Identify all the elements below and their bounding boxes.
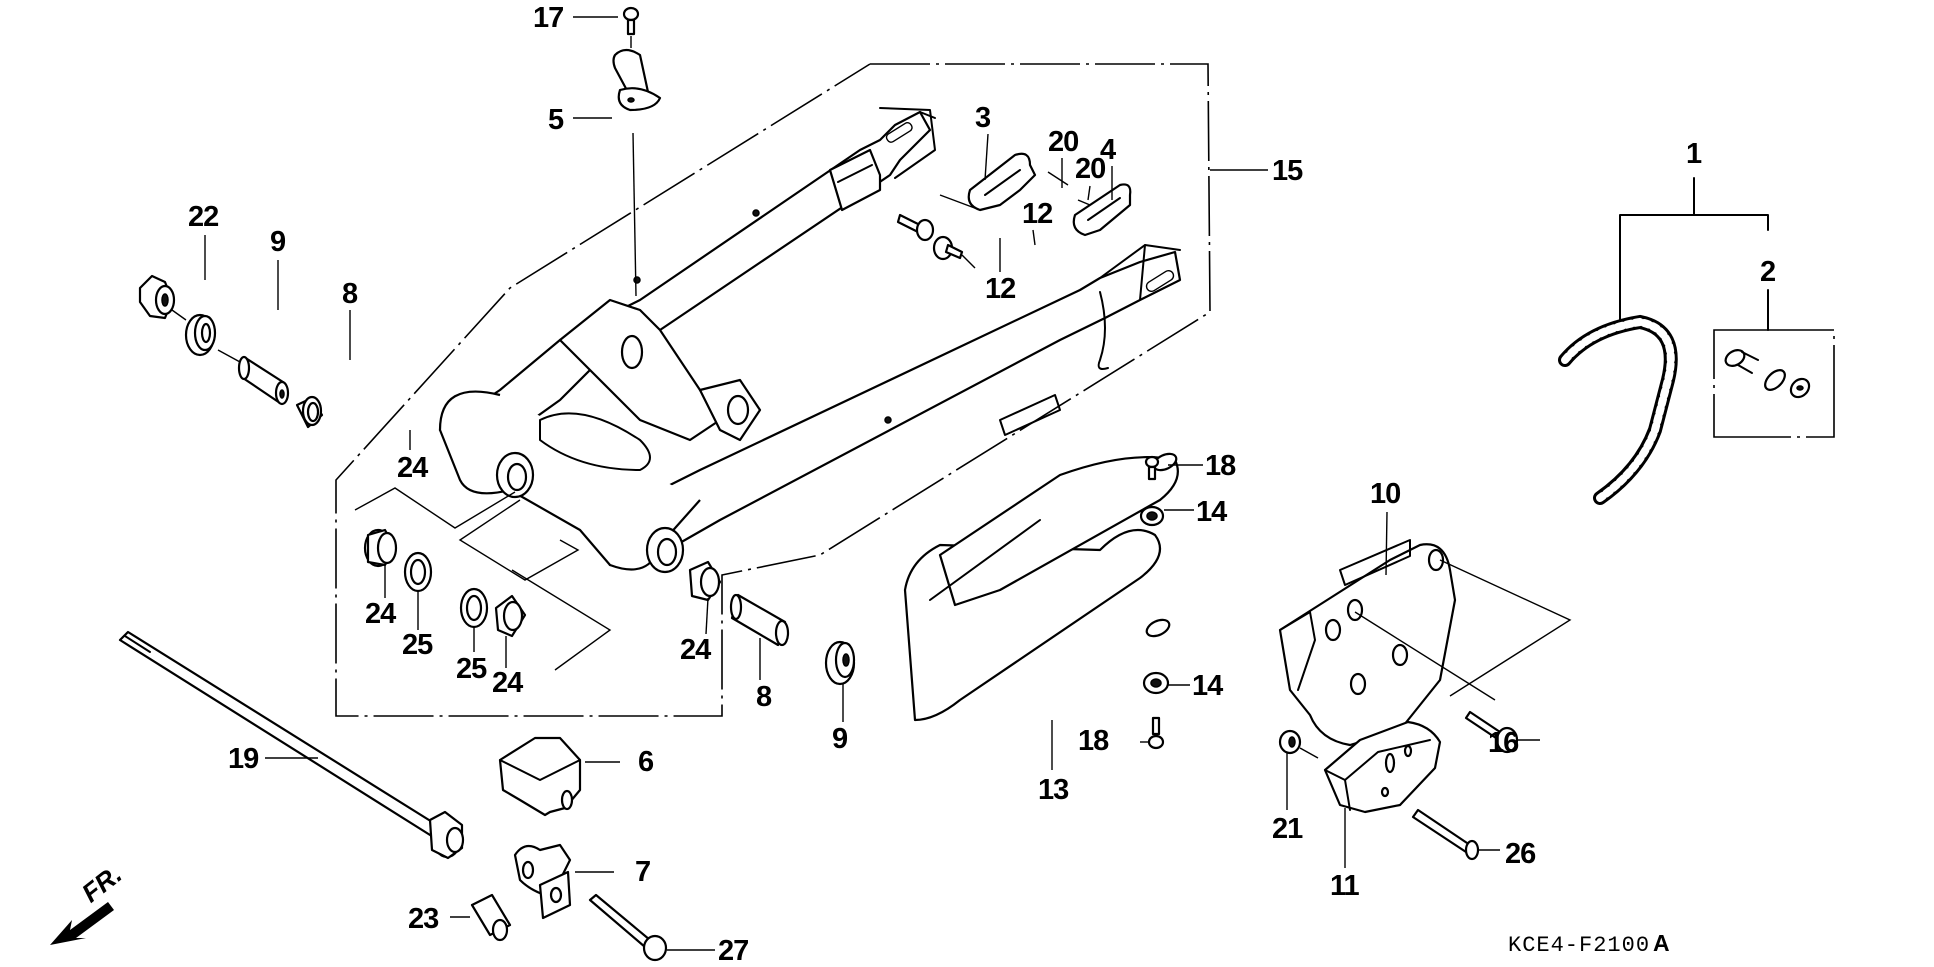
- callout-24-a[interactable]: 24: [397, 452, 428, 484]
- callout-14-lower[interactable]: 14: [1192, 670, 1223, 702]
- swingarm-group-outline: [335, 63, 1268, 717]
- inner-bearings[interactable]: [363, 528, 527, 638]
- callout-1[interactable]: 1: [1686, 138, 1702, 170]
- callout-6[interactable]: 6: [638, 746, 654, 778]
- callout-18-lower[interactable]: 18: [1078, 725, 1109, 757]
- callout-9-left[interactable]: 9: [270, 226, 286, 258]
- callout-23[interactable]: 23: [408, 903, 439, 935]
- reference-code-text: KCE4-F2100: [1508, 933, 1651, 958]
- callout-24-b[interactable]: 24: [365, 598, 396, 630]
- swingarm-part[interactable]: [438, 107, 1182, 574]
- right-pivot-hardware[interactable]: [688, 560, 856, 686]
- callout-21[interactable]: 21: [1272, 813, 1303, 845]
- adjuster-hardware[interactable]: [896, 152, 1132, 269]
- callout-5[interactable]: 5: [548, 104, 564, 136]
- pivot-bolt-part[interactable]: [118, 630, 465, 860]
- callout-10[interactable]: 10: [1370, 478, 1401, 510]
- callout-24-d[interactable]: 24: [680, 634, 711, 666]
- callout-20-b[interactable]: 20: [1075, 153, 1106, 185]
- front-direction-arrow-icon: [50, 902, 114, 945]
- left-pivot-hardware[interactable]: [138, 274, 324, 429]
- pivot-cover-part[interactable]: [498, 736, 620, 817]
- callout-4[interactable]: 4: [1100, 134, 1116, 166]
- callout-12-upper[interactable]: 12: [1022, 198, 1053, 230]
- bearing-cluster-guides: [354, 487, 612, 671]
- callout-17[interactable]: 17: [533, 2, 564, 34]
- callout-2[interactable]: 2: [1760, 256, 1776, 288]
- callout-20-a[interactable]: 20: [1048, 126, 1079, 158]
- callout-15[interactable]: 15: [1272, 155, 1303, 187]
- callout-7[interactable]: 7: [635, 856, 651, 888]
- callout-3[interactable]: 3: [975, 102, 991, 134]
- callout-27[interactable]: 27: [718, 935, 749, 967]
- reference-suffix: A: [1653, 930, 1671, 956]
- callout-22[interactable]: 22: [188, 201, 219, 233]
- callout-25-a[interactable]: 25: [402, 629, 433, 661]
- bracket-assembly[interactable]: [450, 843, 715, 962]
- callout-14-upper[interactable]: 14: [1196, 496, 1227, 528]
- chain-slider-part[interactable]: [903, 451, 1179, 750]
- callout-9-right[interactable]: 9: [832, 723, 848, 755]
- clamp-assembly[interactable]: [612, 6, 662, 297]
- callout-18-upper[interactable]: 18: [1205, 450, 1236, 482]
- callout-16[interactable]: 16: [1488, 727, 1519, 759]
- callout-8-left[interactable]: 8: [342, 278, 358, 310]
- chain-guide-part[interactable]: [1278, 539, 1572, 861]
- callout-25-b[interactable]: 25: [456, 653, 487, 685]
- drive-chain-part[interactable]: [1558, 177, 1835, 505]
- callout-24-c[interactable]: 24: [492, 667, 523, 699]
- callout-12-lower[interactable]: 12: [985, 273, 1016, 305]
- callout-11[interactable]: 11: [1330, 870, 1360, 902]
- callout-8-right[interactable]: 8: [756, 681, 772, 713]
- callout-13[interactable]: 13: [1038, 774, 1069, 806]
- callout-26[interactable]: 26: [1505, 838, 1536, 870]
- callout-19[interactable]: 19: [228, 743, 259, 775]
